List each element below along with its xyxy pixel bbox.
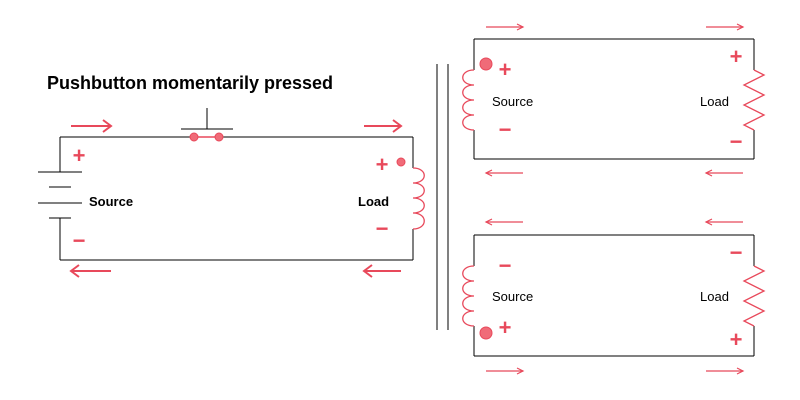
transformer-core <box>436 64 449 330</box>
arrow-left-icon <box>362 264 401 278</box>
secondary-bottom-circuit: − + − + Source Load <box>462 218 766 375</box>
current-arrows <box>484 218 745 375</box>
plus-sign-icon: + <box>73 143 86 168</box>
arrow-right-icon <box>364 119 403 133</box>
arrow-left-icon <box>484 169 523 177</box>
plus-sign-icon: + <box>730 327 743 352</box>
polarity-dot-icon <box>479 326 493 340</box>
primary-circuit: + − + − Source Load <box>38 108 425 278</box>
minus-sign-icon: − <box>730 129 743 154</box>
arrow-right-icon <box>486 23 525 31</box>
arrow-left-icon <box>484 218 523 226</box>
arrow-left-icon <box>704 169 743 177</box>
primary-wires <box>59 136 414 261</box>
resistor-icon <box>742 69 766 131</box>
plus-sign-icon: + <box>499 57 512 82</box>
plus-sign-icon: + <box>499 315 512 340</box>
plus-sign-icon: + <box>376 152 389 177</box>
arrow-right-icon <box>71 119 113 133</box>
minus-sign-icon: − <box>499 253 512 278</box>
secondary-top-source-label: Source <box>492 94 533 109</box>
inductor-coil-icon <box>412 167 425 230</box>
minus-sign-icon: − <box>73 228 86 253</box>
arrow-left-icon <box>69 264 111 278</box>
secondary-bottom-load-label: Load <box>700 289 729 304</box>
arrow-right-icon <box>486 367 525 375</box>
arrow-left-icon <box>704 218 743 226</box>
current-arrows <box>69 119 403 278</box>
arrow-right-icon <box>706 367 745 375</box>
arrow-right-icon <box>706 23 745 31</box>
minus-sign-icon: − <box>730 240 743 265</box>
plus-sign-icon: + <box>730 44 743 69</box>
secondary-top-load-label: Load <box>700 94 729 109</box>
secondary-bottom-source-label: Source <box>492 289 533 304</box>
minus-sign-icon: − <box>376 216 389 241</box>
primary-source-label: Source <box>89 194 133 209</box>
battery-icon <box>38 171 82 219</box>
primary-load-label: Load <box>358 194 389 209</box>
secondary-top-circuit: + − + − Source Load <box>462 23 766 177</box>
current-arrows <box>484 23 745 177</box>
inductor-coil-icon <box>462 69 475 131</box>
polarity-dot-icon <box>479 57 493 71</box>
minus-sign-icon: − <box>499 117 512 142</box>
polarity-dot-icon <box>396 157 406 167</box>
page-title: Pushbutton momentarily pressed <box>47 73 333 93</box>
resistor-icon <box>742 265 766 327</box>
inductor-coil-icon <box>462 265 475 327</box>
pushbutton-icon[interactable] <box>181 108 233 142</box>
